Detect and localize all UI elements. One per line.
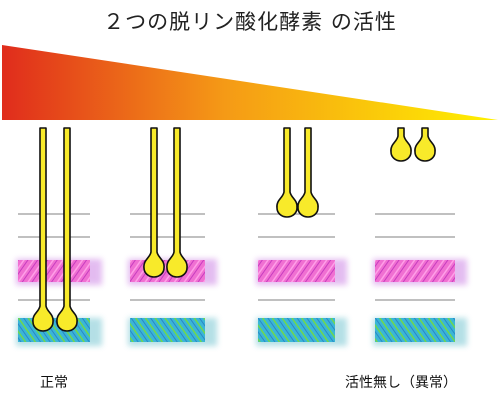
panel-4: [373, 127, 467, 346]
panel-1: [16, 127, 102, 346]
diagram-title: ２つの脱リン酸化酵素 の活性: [103, 10, 397, 34]
pink-band: [258, 260, 335, 282]
stalk-2: [56, 127, 78, 332]
panel-2: [128, 127, 217, 346]
stalk-1: [32, 127, 54, 332]
pink-band: [375, 260, 455, 282]
teal-band: [130, 318, 205, 342]
stalk-2: [297, 127, 319, 218]
teal-band: [375, 318, 455, 342]
stalk-1: [276, 127, 298, 218]
stalk-1: [143, 127, 165, 278]
teal-band: [18, 318, 90, 342]
label-inactive-abnormal: 活性無し（異常）: [345, 375, 457, 391]
label-normal: 正常: [40, 375, 68, 391]
stalk-2: [414, 127, 436, 162]
stalk-2: [166, 127, 188, 278]
pink-band: [18, 260, 90, 282]
activity-gradient-wedge: [2, 45, 498, 120]
teal-band: [258, 318, 335, 342]
panel-3: [256, 127, 347, 346]
stalk-1: [390, 127, 412, 162]
